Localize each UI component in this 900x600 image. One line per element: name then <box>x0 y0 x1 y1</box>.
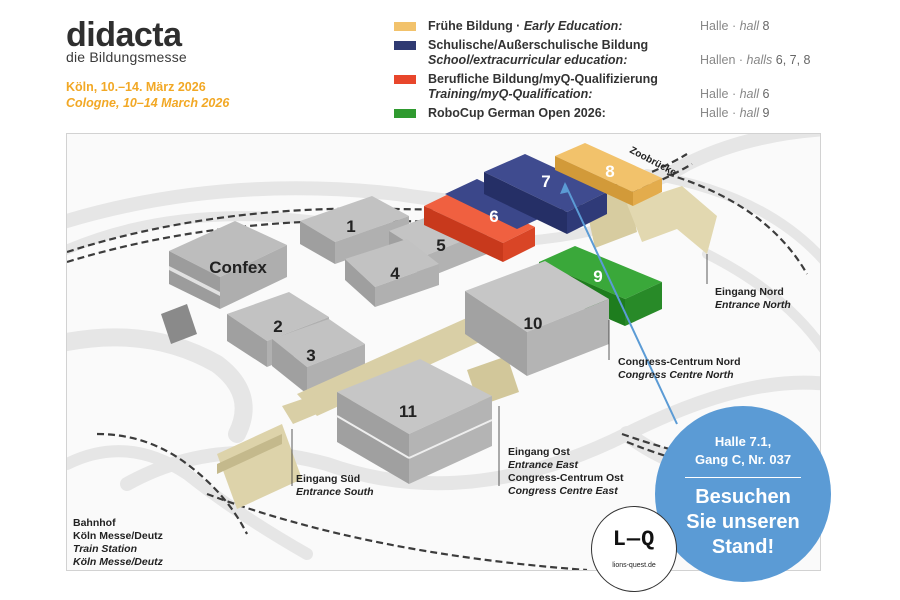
legend-hall-value: 8 <box>759 19 770 33</box>
hall-label-3: 3 <box>306 346 315 365</box>
entrance-north-label: Eingang Nord Entrance North <box>715 286 791 312</box>
cc-east-de: Congress-Centrum Ost <box>508 472 624 484</box>
booth-callout: Halle 7.1, Gang C, Nr. 037 Besuchen Sie … <box>655 406 831 582</box>
cc-east-en: Congress Centre East <box>508 485 618 497</box>
visit-line: Sie unseren <box>686 511 800 533</box>
legend-swatch <box>394 22 416 31</box>
hall-label-4: 4 <box>390 264 400 283</box>
booth-location: Gang C, Nr. 037 <box>694 452 792 467</box>
legend-title: Schulische/Außerschulische Bildung <box>428 38 649 52</box>
entrance-south-en: Entrance South <box>296 486 374 498</box>
entrance-east-en: Entrance East <box>508 459 579 471</box>
cc-north-label: Congress-Centrum Nord Congress Centre No… <box>618 356 741 382</box>
legend-title-en: Early Education: <box>523 19 623 33</box>
entrance-north-en: Entrance North <box>715 299 791 311</box>
legend-title: Berufliche Bildung/myQ-Qualifizierung <box>428 72 658 86</box>
booth-hall: Halle 7.1, <box>714 434 772 449</box>
lions-quest-logo: L—Q lions-quest.de <box>591 506 677 592</box>
hall-label-8: 8 <box>605 162 614 181</box>
hall-1 <box>300 196 409 264</box>
logo-mark: L—Q <box>612 527 656 552</box>
legend-swatch <box>394 41 416 50</box>
legend-hall-value: 9 <box>759 106 770 120</box>
hall-10 <box>465 261 609 376</box>
hall-3 <box>272 319 365 394</box>
hall-label-2: 2 <box>273 317 282 336</box>
booth-pointer-line <box>564 183 678 425</box>
legend-hall-key: halls <box>746 53 773 67</box>
legend-title: Frühe Bildung · <box>428 19 524 33</box>
legend-hall-prefix: Halle · <box>700 87 740 101</box>
station-de-1: Bahnhof <box>73 517 116 529</box>
legend-hall-key: hall <box>739 87 760 101</box>
legend-title-en: School/extracurricular education: <box>428 53 628 67</box>
entrance-north-de: Eingang Nord <box>715 286 784 298</box>
logo-url: lions-quest.de <box>612 562 656 569</box>
legend-hall-prefix: Hallen · <box>700 53 747 67</box>
hall-4 <box>345 239 439 307</box>
entrance-south-label: Eingang Süd Entrance South <box>296 473 374 499</box>
station-label: Bahnhof Köln Messe/Deutz Train Station K… <box>73 517 163 569</box>
event-date-de: Köln, 10.–14. März 2026 <box>66 80 206 94</box>
station-de-2: Köln Messe/Deutz <box>73 530 163 542</box>
hall-7 <box>484 154 607 234</box>
leader-lines <box>291 254 708 486</box>
booth-pointer-arrow <box>560 182 569 194</box>
hall-6 <box>424 179 549 262</box>
entrance-east-de: Eingang Ost <box>508 446 570 458</box>
hall-8 <box>555 143 662 206</box>
hall-label-9: 9 <box>593 267 602 286</box>
visit-line: Besuchen <box>695 486 791 508</box>
visit-message: Besuchen Sie unseren Stand! <box>655 485 831 560</box>
entrance-east-label: Eingang Ost Entrance East Congress-Centr… <box>508 446 624 498</box>
hall-label-11: 11 <box>399 402 417 421</box>
entrance-south-de: Eingang Süd <box>296 473 361 485</box>
legend-hall-key: hall <box>739 19 760 33</box>
hall-label-5: 5 <box>436 236 445 255</box>
station-en-1: Train Station <box>73 543 137 555</box>
visit-line: Stand! <box>711 536 775 558</box>
hall-label-confex: Confex <box>209 258 267 277</box>
brand-logo: didacta <box>66 16 182 54</box>
hall-confex <box>161 221 287 344</box>
legend-swatch <box>394 109 416 118</box>
legend-hall-value: 6, 7, 8 <box>772 53 811 67</box>
station-en-2: Köln Messe/Deutz <box>73 556 163 568</box>
legend-title: RoboCup German Open 2026: <box>428 106 606 120</box>
event-date-en: Cologne, 10–14 March 2026 <box>66 96 230 110</box>
hall-label-1: 1 <box>346 217 355 236</box>
brand-subtitle: die Bildungsmesse <box>66 49 187 65</box>
callout-divider <box>685 477 801 478</box>
legend-hall-key: hall <box>739 106 760 120</box>
cc-north-en: Congress Centre North <box>618 369 734 381</box>
hall-label-10: 10 <box>524 314 543 333</box>
legend-hall-prefix: Halle · <box>700 106 740 120</box>
cc-north-de: Congress-Centrum Nord <box>618 356 741 368</box>
hall-label-7: 7 <box>541 172 550 191</box>
hall-11 <box>336 359 493 484</box>
legend-swatch <box>394 75 416 84</box>
legend-title-en: Training/myQ-Qualification: <box>428 87 593 101</box>
legend-hall-value: 6 <box>759 87 770 101</box>
hall-label-6: 6 <box>489 207 498 226</box>
legend-hall-prefix: Halle · <box>700 19 740 33</box>
